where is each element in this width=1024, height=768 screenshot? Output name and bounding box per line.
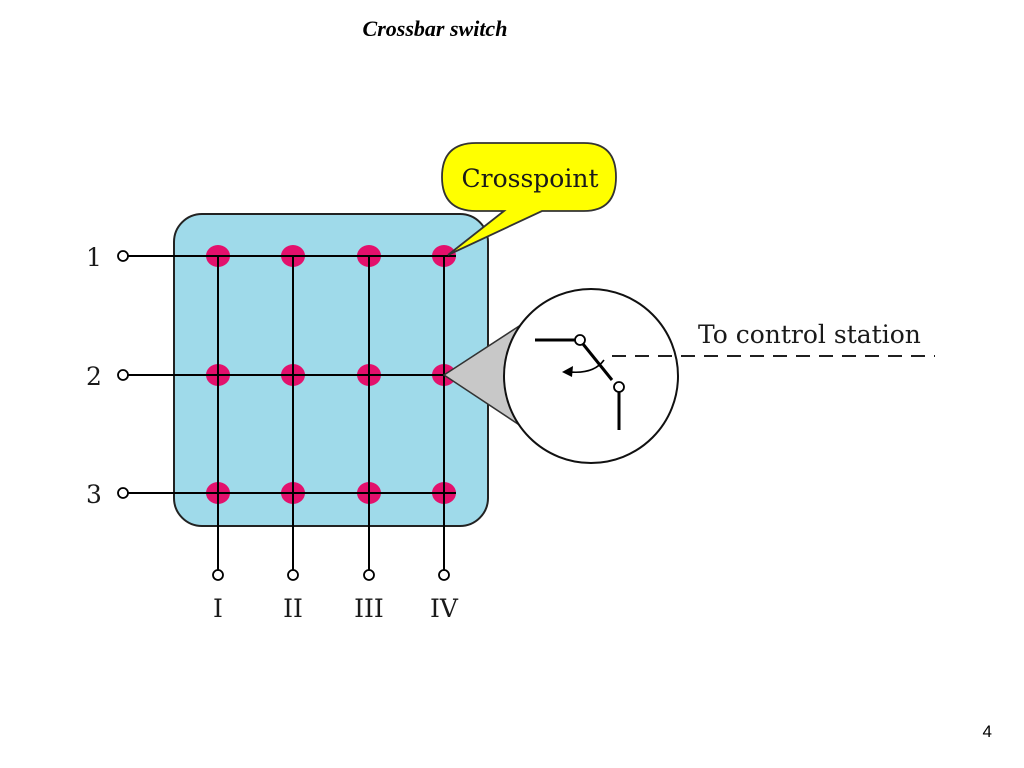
crosspoint-callout [441,142,617,256]
output-terminal [363,569,375,581]
switch-contact [613,381,625,393]
output-terminal [212,569,224,581]
output-label-4: IV [430,594,459,623]
control-label: To control station [698,320,921,349]
magnifier-circle [503,288,679,464]
switch-action-arrow [569,359,605,374]
crosspoint-grid [206,245,456,504]
arrow-head-icon [562,366,573,377]
output-label-3: III [354,594,384,623]
switch-detail [535,334,625,430]
input-label-1: 1 [86,243,102,272]
switch-arm [581,343,614,381]
slide-title: Crossbar switch [362,16,508,41]
output-label-1: I [213,594,223,623]
input-label-3: 3 [86,480,102,509]
input-label-2: 2 [86,362,102,391]
output-terminal [438,569,450,581]
line-overlay [206,255,456,505]
callout-label: Crosspoint [462,164,599,193]
input-terminal [117,250,129,262]
input-terminal [117,487,129,499]
input-terminals [117,250,129,499]
output-terminals [212,569,450,581]
output-terminal [287,569,299,581]
switch-pivot [574,334,586,346]
page-number: 4 [982,722,992,741]
output-label-2: II [283,594,303,623]
input-terminal [117,369,129,381]
